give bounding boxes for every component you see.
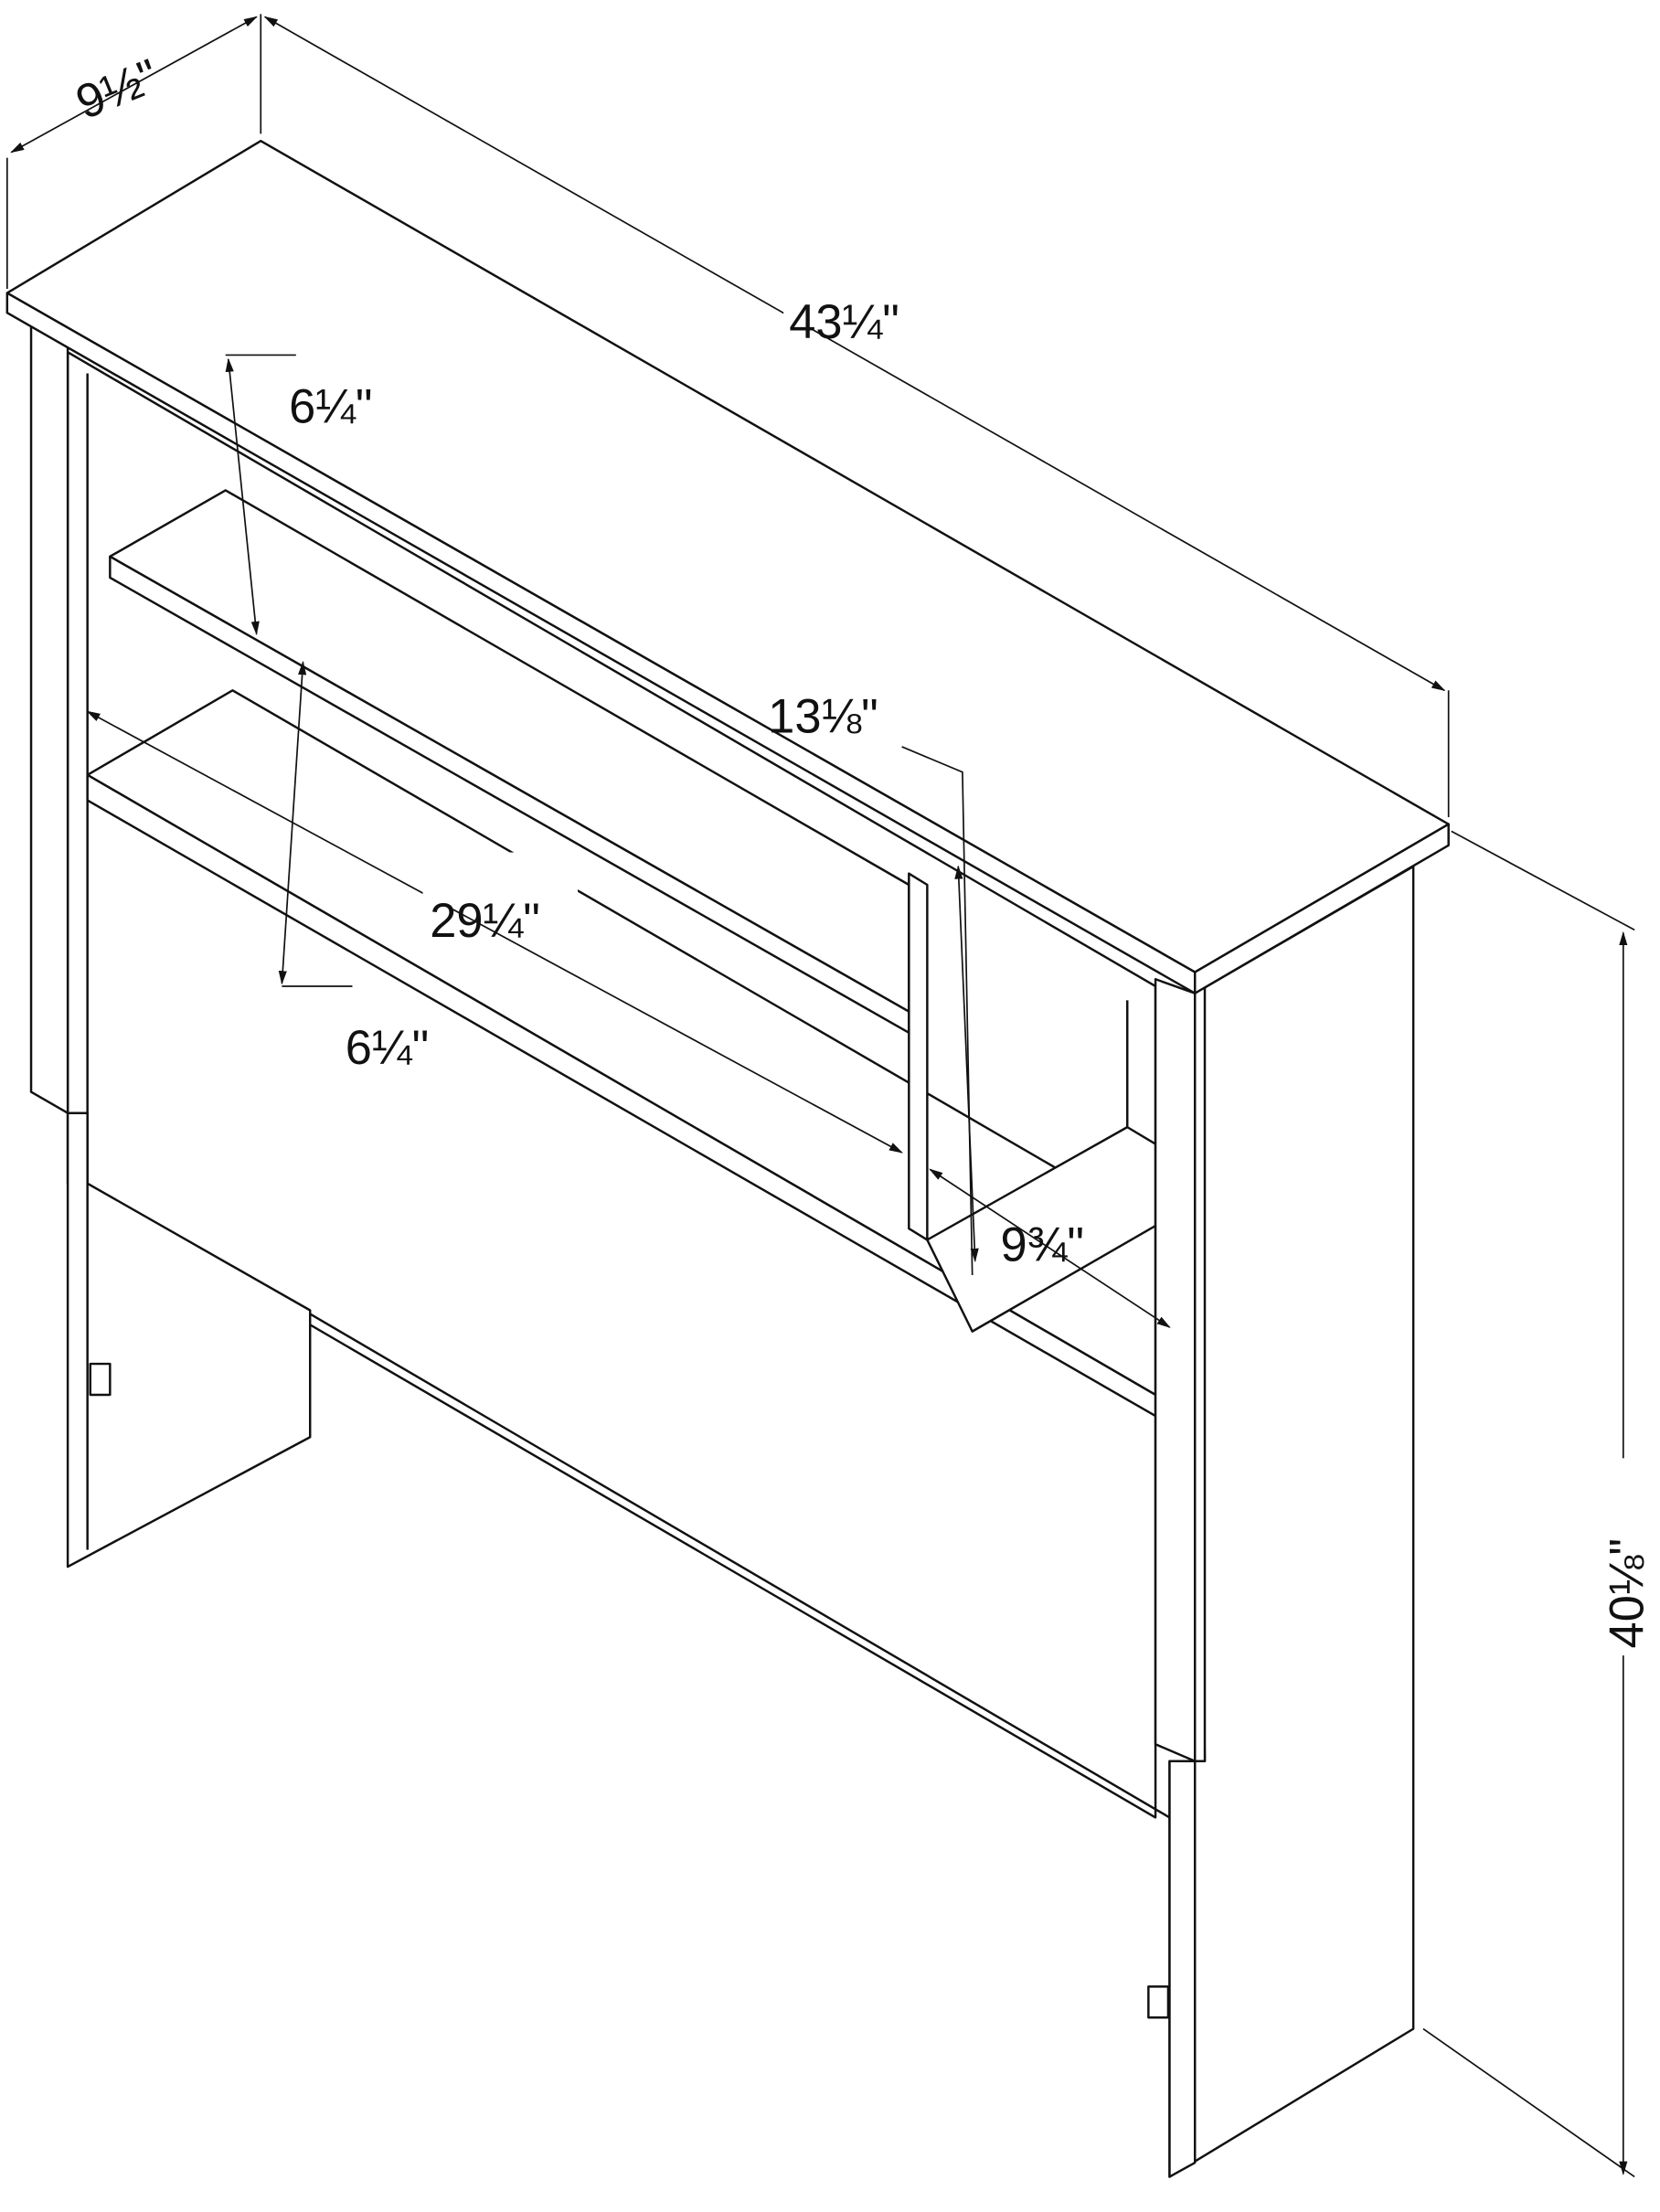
right-leg bbox=[1168, 1760, 1197, 2178]
hardware-bracket-icon bbox=[1147, 1985, 1170, 2019]
label-lower-shelf-height: 6¼" bbox=[346, 1022, 429, 1075]
label-height: 40⅛" bbox=[1601, 1538, 1654, 1649]
left-post bbox=[29, 315, 69, 1114]
center-divider bbox=[908, 872, 929, 1241]
label-shelf-depth: 9¾" bbox=[1001, 1219, 1084, 1272]
label-depth: 9½" bbox=[69, 49, 166, 130]
label-right-compartment-width: 13⅛" bbox=[768, 691, 878, 744]
headboard-drawing bbox=[5, 139, 1450, 2178]
hardware-bracket-icon bbox=[89, 1362, 112, 1397]
right-side-panel bbox=[1168, 865, 1415, 2178]
label-width: 43¼" bbox=[789, 296, 899, 349]
right-post bbox=[1154, 978, 1197, 1762]
label-left-shelf-width: 29¼" bbox=[430, 895, 540, 948]
label-upper-shelf-height: 6¼" bbox=[289, 380, 372, 433]
dimension-labels: 9½" 43¼" 6¼" 13⅛" 29¼" 6¼" 9¾" 40⅛" bbox=[69, 49, 1655, 1656]
